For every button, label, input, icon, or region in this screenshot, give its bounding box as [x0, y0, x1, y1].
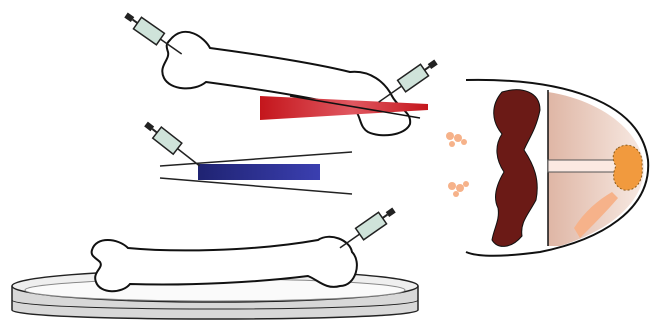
upper-bone — [162, 32, 410, 135]
embryo-cross-section — [466, 80, 648, 256]
migrating-cells-upper — [446, 132, 467, 147]
blue-gradient-bar — [198, 164, 320, 180]
orange-cell-cluster — [613, 145, 642, 190]
migrating-cells-lower — [448, 181, 469, 197]
capillary-tube-lower — [160, 178, 352, 194]
capillary-tube-upper — [160, 152, 352, 166]
